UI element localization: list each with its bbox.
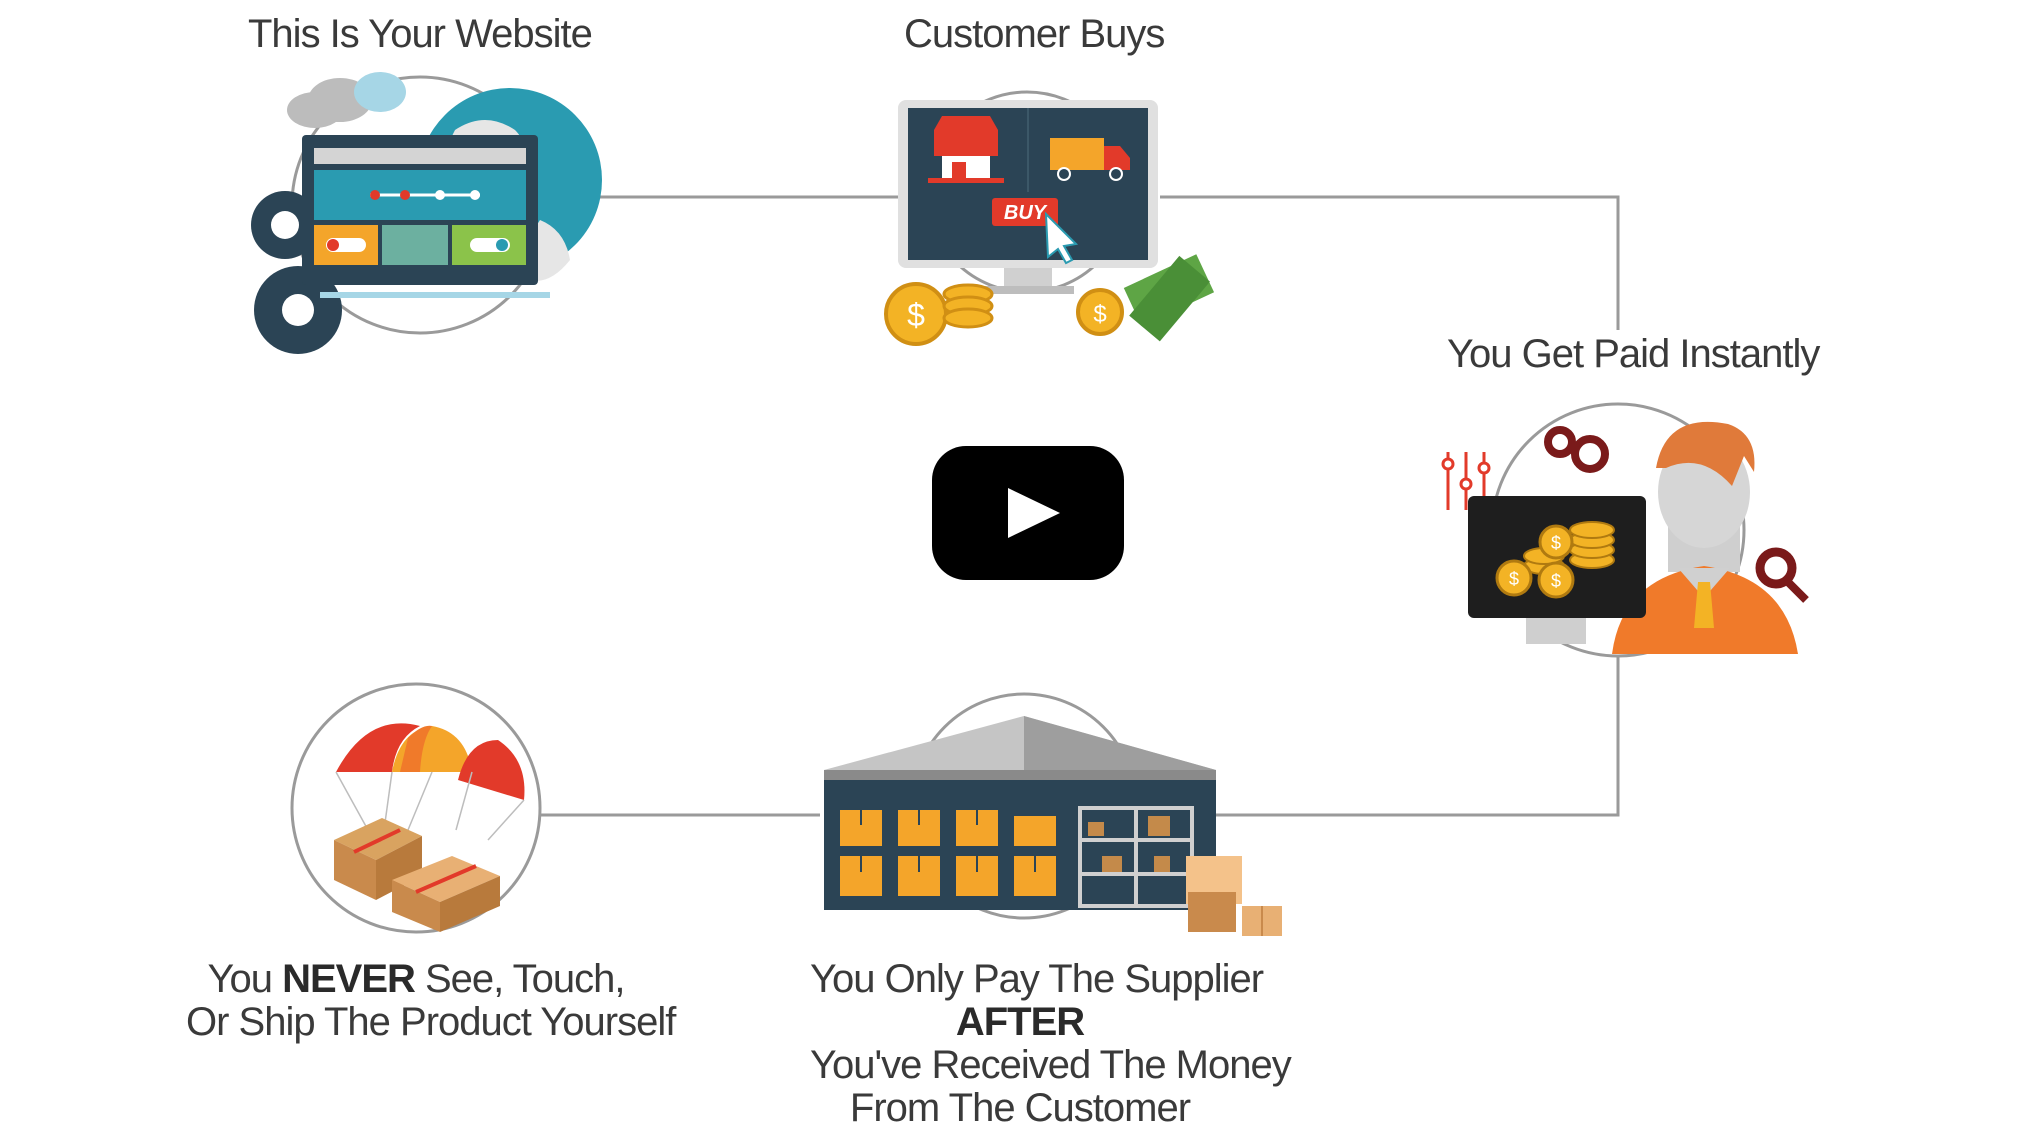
never-caption: You NEVER See, Touch, Or Ship The Produc… (186, 958, 676, 1044)
parachute-boxes-icon (288, 680, 544, 936)
svg-text:$: $ (1551, 571, 1561, 591)
svg-text:$: $ (1093, 301, 1106, 328)
computer-shop-buy-icon: BUY $ $ (872, 72, 1232, 352)
website-globe-icon (240, 70, 610, 370)
paid-title: You Get Paid Instantly (1447, 332, 1820, 376)
buy-button-text: BUY (1004, 202, 1048, 224)
svg-text:$: $ (907, 297, 925, 333)
never-line-1-pre: You (207, 957, 283, 1001)
youtube-play-icon[interactable] (932, 446, 1124, 580)
never-line-1-post: See, Touch, (414, 957, 626, 1001)
supplier-line-3: You've Received The Money (810, 1043, 1292, 1087)
svg-text:$: $ (1509, 569, 1519, 589)
svg-text:$: $ (1551, 533, 1561, 553)
never-line-1: You NEVER See, Touch, (186, 958, 646, 1001)
never-emphasis: NEVER (282, 957, 416, 1001)
supplier-line-2: AFTER (955, 1000, 1085, 1044)
customer-title: Customer Buys (904, 12, 1165, 56)
supplier-line-4: From The Customer (849, 1086, 1191, 1130)
never-line-2: Or Ship The Product Yourself (186, 1000, 676, 1044)
person-coins-monitor-icon: $ $ $ (1432, 402, 1832, 662)
supplier-caption: You Only Pay The Supplier AFTER You've R… (810, 957, 1292, 1130)
supplier-line-1: You Only Pay The Supplier (810, 957, 1264, 1001)
warehouse-icon (818, 680, 1298, 946)
website-title: This Is Your Website (248, 12, 593, 56)
